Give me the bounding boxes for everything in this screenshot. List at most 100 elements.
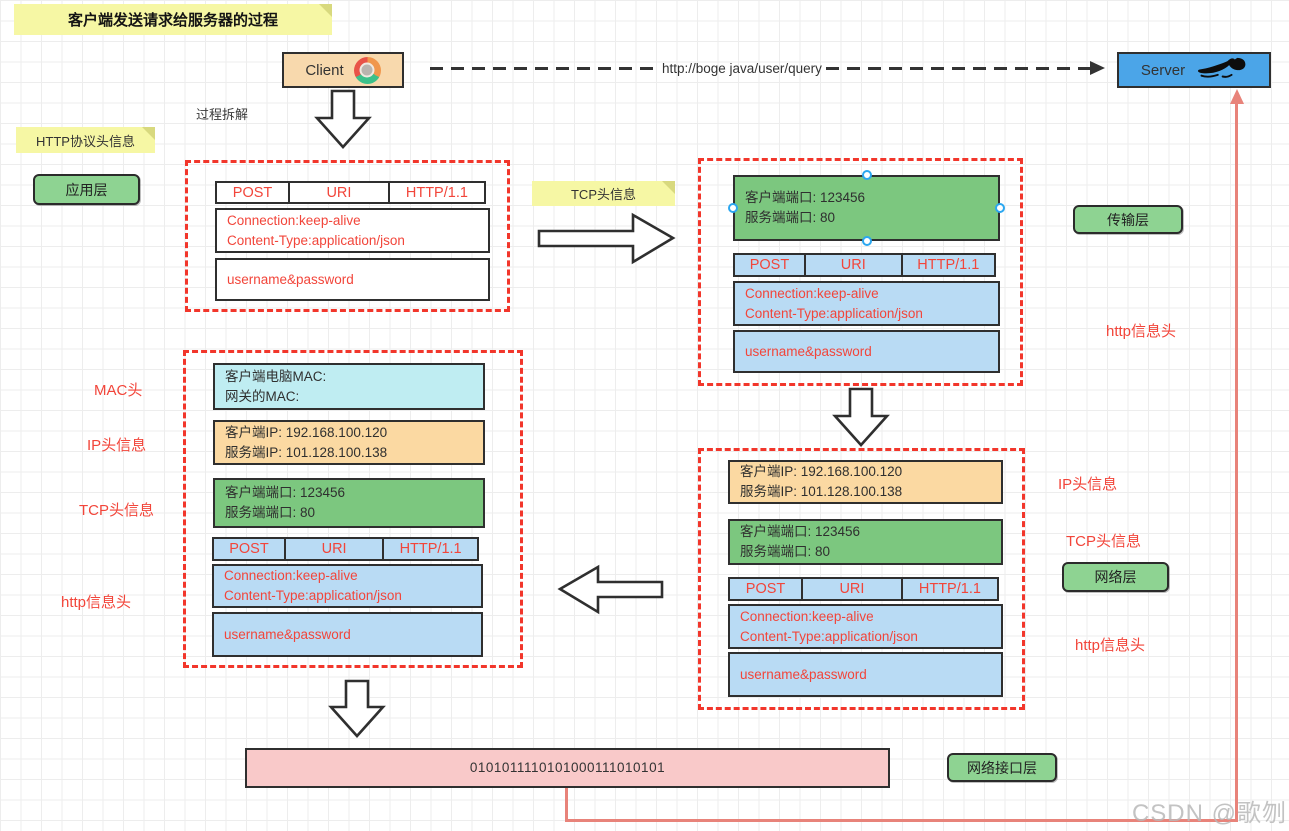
- http-request-line-row[interactable]: POST URI HTTP/1.1: [728, 577, 1003, 601]
- tcp-server-port: 服务端端口: 80: [225, 505, 316, 520]
- binary-stream-text: 0101011110101000111010101: [469, 760, 666, 776]
- http-version-cell: HTTP/1.1: [900, 577, 999, 601]
- http-body-box[interactable]: username&password: [212, 612, 483, 657]
- tcp-header-label[interactable]: TCP头信息: [1066, 533, 1142, 550]
- csdn-watermark: CSDN @歌刎: [1131, 800, 1287, 827]
- server-ip: 服务端IP: 101.128.100.138: [740, 484, 903, 499]
- tcp-ports-box[interactable]: 客户端端口: 123456 服务端端口: 80: [728, 519, 1003, 565]
- network-layer-pill[interactable]: 网络层: [1062, 562, 1169, 592]
- process-breakdown-label[interactable]: 过程拆解: [196, 107, 249, 122]
- server-node[interactable]: Server: [1117, 52, 1271, 88]
- binary-stream-box[interactable]: 0101011110101000111010101: [245, 748, 890, 788]
- http-body-box[interactable]: username&password: [733, 330, 1000, 373]
- http-packet-group[interactable]: [185, 160, 510, 312]
- http-body-text: username&password: [224, 626, 351, 642]
- chrome-browser-icon: [353, 56, 381, 84]
- tcp-client-port: 客户端端口: 123456: [225, 485, 346, 501]
- selection-handle-left[interactable]: [728, 203, 738, 213]
- http-method-cell: POST: [728, 577, 804, 601]
- http-body-box[interactable]: username&password: [728, 652, 1003, 697]
- http-headers-box[interactable]: Connection:keep-alive Content-Type:appli…: [215, 208, 490, 253]
- http-uri-cell: URI: [803, 253, 903, 277]
- tcp-client-port: 客户端端口: 123456: [745, 190, 866, 206]
- mac-addresses-box[interactable]: 客户端电脑MAC: 网关的MAC:: [213, 363, 485, 410]
- diagram-title-note[interactable]: 客户端发送请求给服务器的过程: [14, 4, 332, 35]
- ip-header-label[interactable]: IP头信息: [87, 437, 147, 454]
- http-header-line1: Connection:keep-alive: [224, 568, 358, 584]
- ip-header-label[interactable]: IP头信息: [1058, 476, 1118, 493]
- network-interface-layer-pill[interactable]: 网络接口层: [947, 753, 1057, 782]
- tomcat-icon: [1198, 57, 1246, 78]
- server-ip: 服务端IP: 101.128.100.138: [225, 444, 388, 460]
- network-layer-label: 网络层: [1094, 569, 1137, 585]
- mac-header-label[interactable]: MAC头: [94, 382, 143, 399]
- http-uri-cell: URI: [801, 577, 903, 601]
- tcp-ports-box-selected[interactable]: 客户端端口: 123456 服务端端口: 80: [728, 170, 1005, 246]
- http-uri-cell: URI: [288, 181, 390, 204]
- network-interface-layer-label: 网络接口层: [967, 759, 1037, 776]
- client-ip: 客户端IP: 192.168.100.120: [225, 424, 388, 440]
- http-header-line2: Content-Type:application/json: [227, 232, 405, 248]
- http-header-line2: Content-Type:application/json: [224, 588, 402, 603]
- arrow-down-from-client[interactable]: [314, 89, 372, 149]
- client-label: Client: [305, 61, 344, 79]
- http-body-text: username&password: [745, 343, 872, 359]
- ip-addresses-box[interactable]: 客户端IP: 192.168.100.120 服务端IP: 101.128.10…: [728, 460, 1003, 504]
- http-headers-box[interactable]: Connection:keep-alive Content-Type:appli…: [728, 604, 1003, 649]
- arrow-left-to-datalink[interactable]: [557, 564, 664, 615]
- tcp-server-port: 服务端端口: 80: [745, 210, 836, 225]
- ip-addresses-box[interactable]: 客户端IP: 192.168.100.120 服务端IP: 101.128.10…: [213, 420, 485, 465]
- tcp-header-note[interactable]: TCP头信息: [532, 181, 675, 206]
- http-method-cell: POST: [212, 537, 286, 561]
- arrow-down-to-network[interactable]: [832, 387, 890, 447]
- http-body-box[interactable]: username&password: [215, 258, 490, 301]
- http-header-line2: Content-Type:application/json: [740, 628, 918, 644]
- http-header-line2: Content-Type:application/json: [745, 305, 923, 321]
- client-node[interactable]: Client: [282, 52, 404, 88]
- http-uri-cell: URI: [283, 537, 385, 561]
- server-label: Server: [1140, 61, 1186, 79]
- arrow-down-to-binary[interactable]: [328, 679, 386, 738]
- gateway-mac: 网关的MAC:: [225, 388, 300, 404]
- tcp-client-port: 客户端端口: 123456: [740, 524, 861, 540]
- http-method-cell: POST: [733, 253, 806, 277]
- http-header-line1: Connection:keep-alive: [740, 608, 874, 624]
- http-request-line-row[interactable]: POST URI HTTP/1.1: [212, 537, 483, 561]
- application-layer-label: 应用层: [65, 181, 108, 198]
- http-protocol-header-note[interactable]: HTTP协议头信息: [16, 127, 155, 153]
- http-headers-box[interactable]: Connection:keep-alive Content-Type:appli…: [733, 281, 1000, 326]
- tcp-header-label[interactable]: TCP头信息: [79, 502, 155, 519]
- http-version-cell: HTTP/1.1: [387, 181, 486, 204]
- selection-handle-bottom[interactable]: [861, 236, 872, 246]
- http-request-line-row[interactable]: POST URI HTTP/1.1: [733, 253, 1000, 277]
- connector-dash-right: [825, 66, 1090, 70]
- http-request-line-row[interactable]: POST URI HTTP/1.1: [215, 181, 490, 204]
- request-url-label: http://boge java/user/query: [662, 60, 822, 76]
- mac-packet-group[interactable]: [183, 350, 523, 668]
- tcp-ports-box[interactable]: 客户端端口: 123456 服务端端口: 80: [213, 478, 485, 528]
- http-protocol-header-text: HTTP协议头信息: [36, 133, 135, 149]
- http-body-text: username&password: [227, 271, 354, 287]
- selection-handle-top[interactable]: [861, 170, 872, 180]
- http-message-header-label[interactable]: http信息头: [1106, 323, 1177, 340]
- http-header-line1: Connection:keep-alive: [227, 212, 361, 228]
- http-message-header-label[interactable]: http信息头: [1075, 637, 1146, 654]
- application-layer-pill[interactable]: 应用层: [33, 174, 140, 205]
- selection-handle-right[interactable]: [995, 203, 1005, 213]
- tcp-header-note-text: TCP头信息: [570, 187, 636, 202]
- http-message-header-label[interactable]: http信息头: [61, 594, 132, 611]
- arrow-right-to-transport[interactable]: [537, 212, 676, 265]
- http-version-cell: HTTP/1.1: [900, 253, 996, 277]
- transport-layer-pill[interactable]: 传输层: [1073, 205, 1183, 234]
- http-headers-box[interactable]: Connection:keep-alive Content-Type:appli…: [212, 564, 483, 608]
- tcp-packet-group[interactable]: [698, 158, 1023, 386]
- tcp-server-port: 服务端端口: 80: [740, 544, 831, 559]
- ip-packet-group[interactable]: [698, 448, 1025, 710]
- http-method-cell: POST: [215, 181, 291, 204]
- client-mac: 客户端电脑MAC:: [225, 368, 327, 384]
- request-connector[interactable]: http://boge java/user/query: [430, 60, 1105, 76]
- http-body-text: username&password: [740, 666, 867, 682]
- page-title: 客户端发送请求给服务器的过程: [67, 12, 278, 29]
